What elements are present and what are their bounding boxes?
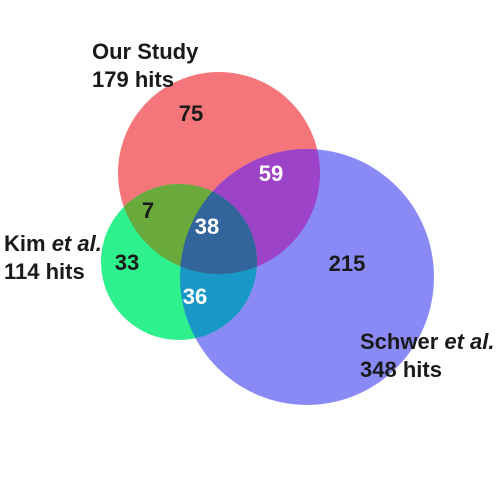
set-name-schwer: Schwer et al.: [360, 329, 495, 354]
label-kim: Kim et al. 114 hits: [4, 230, 102, 286]
label-our-study: Our Study 179 hits: [92, 38, 198, 94]
count-our-only: 75: [179, 101, 203, 126]
set-hits-our-study: 179 hits: [92, 67, 174, 92]
count-kim-schwer: 36: [183, 284, 207, 309]
count-schwer-only: 215: [329, 251, 366, 276]
count-all-three: 38: [195, 214, 219, 239]
label-schwer: Schwer et al. 348 hits: [360, 328, 495, 384]
set-hits-kim: 114 hits: [4, 259, 85, 284]
count-our-schwer: 59: [259, 161, 283, 186]
set-name-our-study: Our Study: [92, 39, 199, 64]
set-hits-schwer: 348 hits: [360, 357, 442, 382]
set-name-kim: Kim et al.: [4, 231, 102, 256]
region-our-schwer: [180, 149, 320, 274]
count-our-kim: 7: [142, 198, 154, 223]
count-kim-only: 33: [115, 250, 139, 275]
